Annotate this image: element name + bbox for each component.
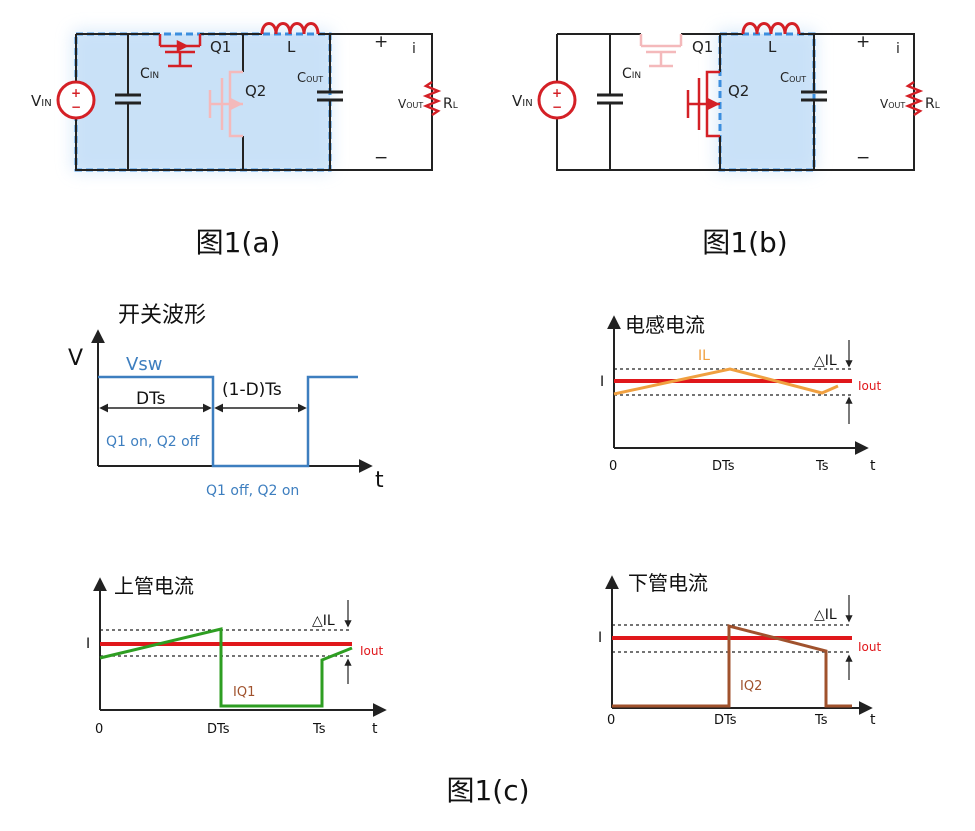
i-level-label: I	[600, 374, 604, 390]
tick-t: t	[870, 458, 876, 474]
upper-title: 上管电流	[114, 574, 194, 598]
tick-dts: DTs	[714, 713, 737, 728]
ripple-label: △IL	[312, 613, 335, 629]
labels: VIN + − CIN Q1 Q2 L COUT VOUT RL + − i 图…	[31, 32, 940, 807]
il-waveform	[613, 367, 839, 396]
inductor-l	[741, 22, 801, 35]
iq2-label: IQ2	[740, 679, 762, 694]
cout-label: COUT	[780, 71, 806, 86]
wires	[75, 33, 433, 171]
current-loop-fill	[720, 34, 814, 170]
rl-label: RL	[925, 96, 940, 112]
minus-sign: −	[856, 148, 870, 168]
il-label: IL	[698, 348, 710, 364]
inductor-l	[260, 22, 320, 35]
circuit-b	[537, 22, 924, 172]
vsw-label: Vsw	[126, 354, 162, 375]
rl-label: RL	[443, 96, 458, 112]
q1-label: Q1	[692, 38, 713, 56]
wires	[556, 33, 915, 171]
tick-0: 0	[607, 713, 615, 728]
source-plus: +	[71, 86, 81, 100]
cin-label: CIN	[140, 66, 159, 82]
one-minus-d-label: (1-D)Ts	[222, 380, 282, 400]
q1-label: Q1	[210, 38, 231, 56]
caption-c: 图1(c)	[446, 774, 529, 807]
l-label: L	[287, 38, 296, 56]
tick-ts: Ts	[815, 459, 829, 474]
i-level-label: I	[86, 636, 90, 652]
vin-label: VIN	[512, 92, 533, 110]
inductor-title: 电感电流	[625, 313, 705, 337]
caption-a: 图1(a)	[196, 226, 281, 259]
vout-label: VOUT	[398, 97, 423, 111]
tick-t: t	[870, 712, 876, 728]
load-resistor	[904, 80, 924, 117]
current-label: i	[896, 41, 900, 57]
switch-waveform-panel	[91, 329, 373, 473]
caption-b: 图1(b)	[702, 226, 787, 259]
plus-sign: +	[856, 32, 870, 52]
vin-source	[537, 80, 577, 120]
plus-sign: +	[374, 32, 388, 52]
current-label: i	[412, 41, 416, 57]
tick-ts: Ts	[312, 722, 326, 737]
vout-label: VOUT	[880, 97, 905, 111]
vin-label: VIN	[31, 92, 52, 110]
inductor-current-panel	[607, 315, 869, 455]
y-axis-label: V	[68, 346, 83, 371]
q1-mosfet-active	[158, 34, 202, 68]
q2-label: Q2	[245, 82, 266, 100]
iout-label: Iout	[858, 640, 881, 654]
switch-title: 开关波形	[118, 303, 206, 328]
q1-on-label: Q1 on, Q2 off	[106, 434, 200, 450]
lower-title: 下管电流	[628, 571, 708, 595]
iq1-label: IQ1	[233, 685, 255, 700]
tick-0: 0	[95, 722, 103, 737]
source-plus: +	[552, 86, 562, 100]
x-axis-label: t	[375, 468, 384, 493]
dts-label: DTs	[136, 389, 166, 409]
q2-mosfet-faded	[208, 70, 243, 138]
source-minus: −	[71, 100, 81, 114]
cin-capacitor	[115, 93, 141, 105]
upper-switch-current-panel	[93, 577, 387, 717]
minus-sign: −	[374, 148, 388, 168]
lower-switch-current-panel	[605, 575, 873, 715]
load-resistor	[422, 80, 442, 117]
tick-t: t	[372, 721, 378, 737]
tick-ts: Ts	[814, 713, 828, 728]
cout-label: COUT	[297, 71, 323, 86]
iout-label: Iout	[858, 379, 881, 393]
iout-label: Iout	[360, 644, 383, 658]
vin-source	[56, 80, 96, 120]
tick-dts: DTs	[207, 722, 230, 737]
q2-label: Q2	[728, 82, 749, 100]
cout-capacitor	[317, 90, 343, 102]
tick-dts: DTs	[712, 459, 735, 474]
iq1-waveform	[99, 627, 353, 708]
i-level-label: I	[598, 630, 602, 646]
cin-label: CIN	[622, 66, 641, 82]
tick-0: 0	[609, 459, 617, 474]
q2-mosfet-active	[686, 70, 720, 138]
l-label: L	[768, 38, 777, 56]
ripple-label: △IL	[814, 353, 837, 369]
q1-off-label: Q1 off, Q2 on	[206, 483, 299, 499]
cout-capacitor	[801, 90, 827, 102]
ripple-label: △IL	[814, 607, 837, 623]
iq2-waveform	[612, 624, 852, 708]
q1-mosfet-faded	[639, 34, 683, 68]
circuit-a	[56, 22, 442, 172]
vsw-waveform	[98, 375, 358, 468]
source-minus: −	[552, 100, 562, 114]
cin-capacitor	[597, 93, 623, 105]
